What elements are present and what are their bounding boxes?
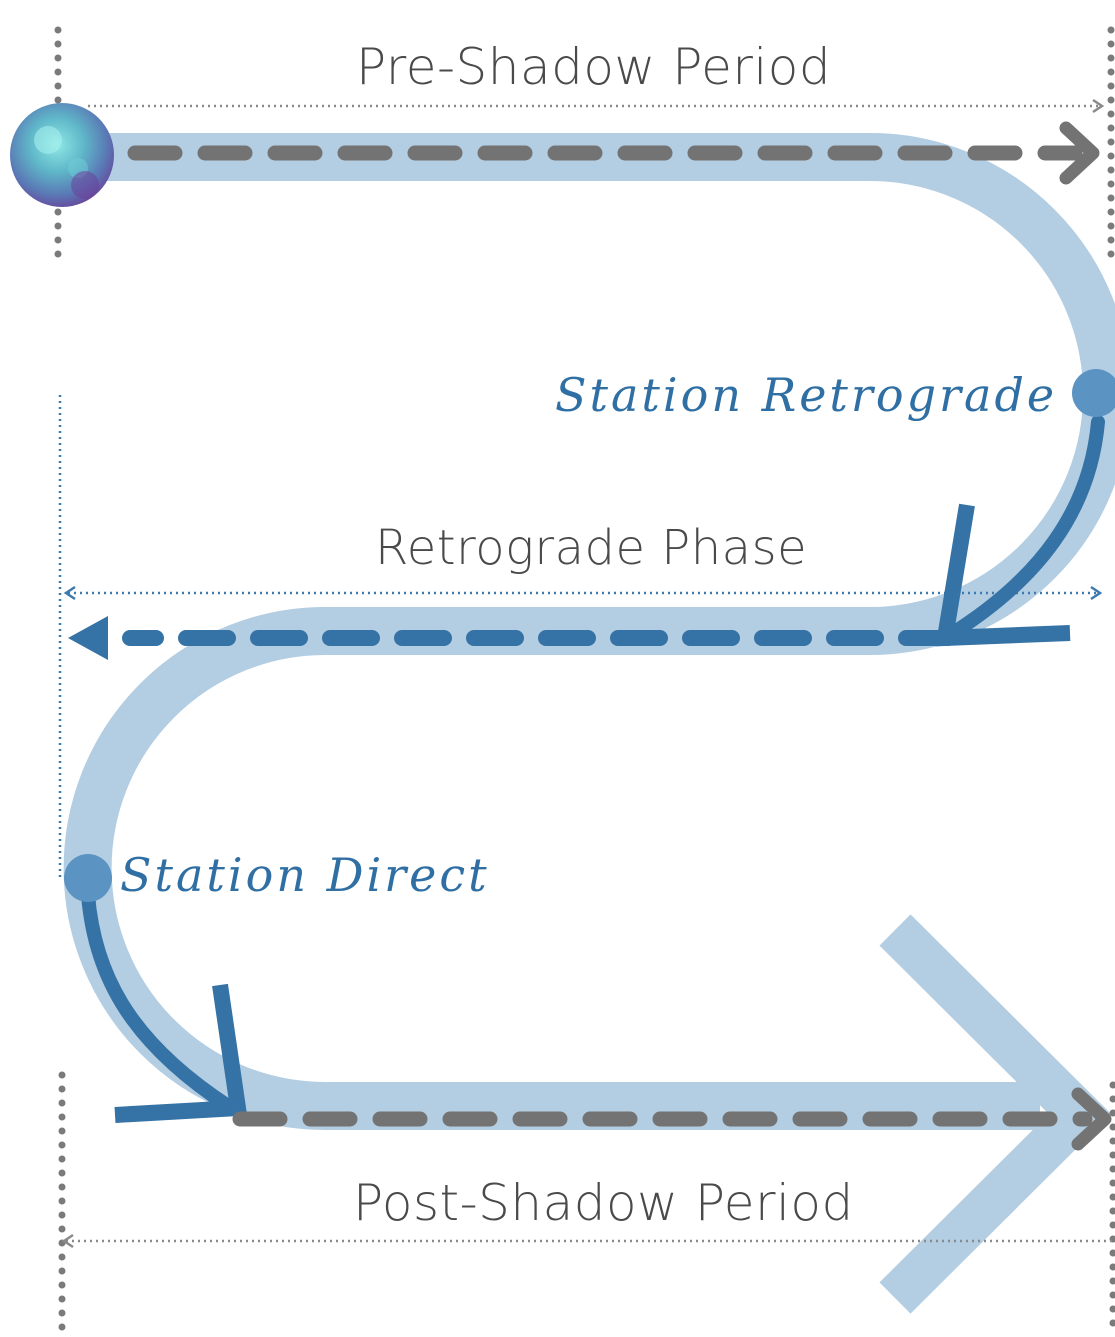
station-retrograde-dot xyxy=(1072,369,1115,417)
retrograde-phase-label: Retrograde Phase xyxy=(375,520,808,576)
pre-shadow-span-arrow xyxy=(1092,98,1105,114)
retrograde-curve xyxy=(938,415,1105,645)
retrograde-span-arrow-right xyxy=(1090,585,1103,601)
post-shadow-label: Post-Shadow Period xyxy=(353,1174,854,1232)
planet-texture-3 xyxy=(71,171,99,199)
station-direct-label: Station Direct xyxy=(120,848,490,902)
direct-curve xyxy=(81,888,235,1113)
retrograde-span-arrow-left xyxy=(63,585,76,601)
direct-curve-arrowhead xyxy=(114,983,248,1123)
planet-texture-1 xyxy=(34,126,62,154)
post-shadow-arrowhead xyxy=(1071,1087,1112,1151)
post-shadow-span-arrow xyxy=(61,1233,74,1249)
pre-shadow-arrowhead xyxy=(1059,121,1100,185)
retrograde-arrowhead xyxy=(68,616,108,660)
station-direct-dot xyxy=(64,854,112,902)
station-retrograde-label: Station Retrograde xyxy=(555,368,1058,422)
planet-icon xyxy=(10,103,114,207)
pre-shadow-label: Pre-Shadow Period xyxy=(356,38,832,96)
